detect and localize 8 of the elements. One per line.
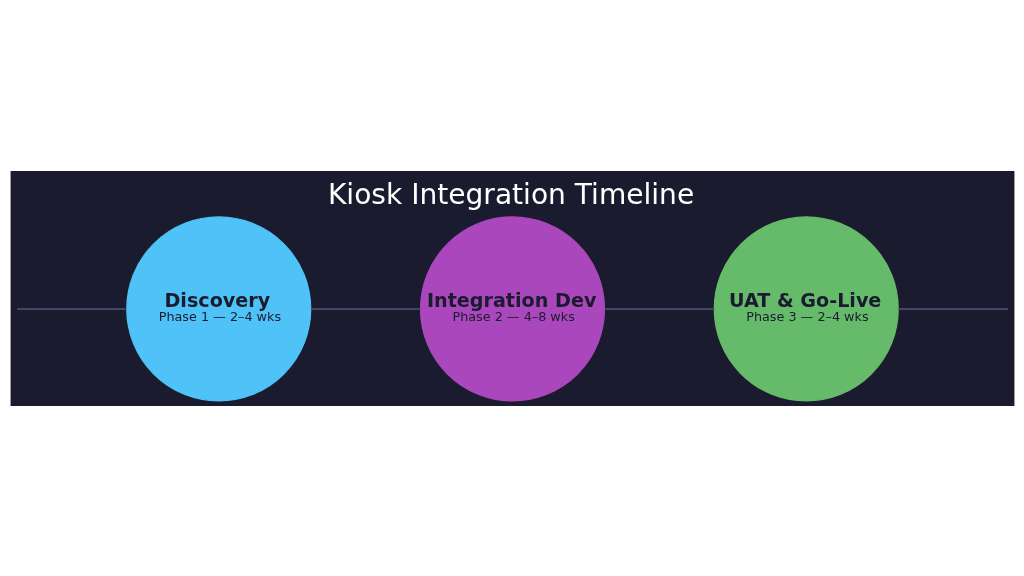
connector: [309, 307, 421, 310]
node-circle: Discovery Phase 1 — 2–4 wks: [125, 215, 311, 402]
diagram-title: Kiosk Integration Timeline: [327, 177, 694, 211]
connector: [15, 307, 127, 310]
connector: [603, 307, 715, 310]
connector: [896, 307, 1009, 310]
node-circle: UAT & Go-Live Phase 3 — 2–4 wks: [713, 215, 899, 402]
node-circle: Integration Dev Phase 2 — 4–8 wks: [419, 215, 605, 402]
